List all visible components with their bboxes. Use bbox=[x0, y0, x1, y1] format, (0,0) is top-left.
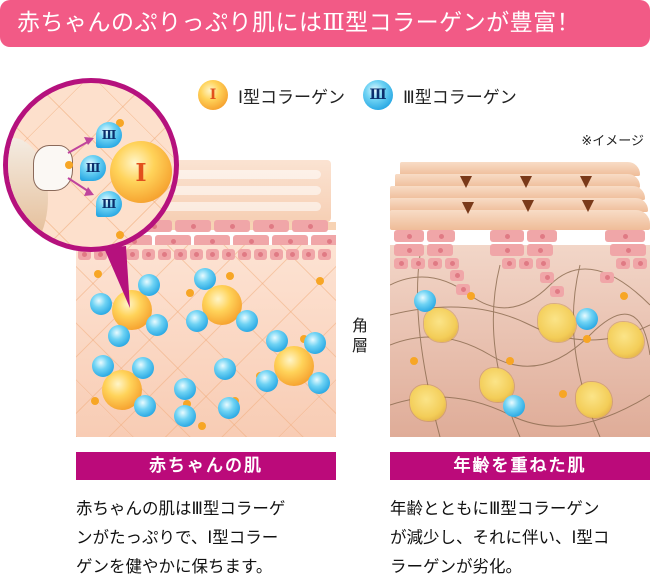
type3-collagen-ball-small: Ⅲ bbox=[80, 155, 106, 181]
aged-skin-description: 年齢とともにⅢ型コラーゲン が減少し、それに伴い、Ⅰ型コ ラーゲンが劣化。 bbox=[390, 494, 650, 581]
stratum-corneum-label: 角 層 bbox=[352, 316, 372, 356]
type3-collagen-ball bbox=[218, 397, 240, 419]
type3-collagen-ball bbox=[266, 330, 288, 352]
type3-collagen-ball-small: Ⅲ bbox=[96, 122, 122, 148]
type3-collagen-ball bbox=[92, 355, 114, 377]
type3-collagen-ball bbox=[214, 358, 236, 380]
type3-collagen-ball bbox=[186, 310, 208, 332]
type1-collagen-ball bbox=[202, 285, 242, 325]
baby-skin-description: 赤ちゃんの肌はⅢ型コラーゲ ンがたっぷりで、Ⅰ型コラー ゲンを健やかに保ちます。 bbox=[76, 494, 346, 581]
type3-collagen-ball bbox=[134, 395, 156, 417]
type3-collagen-blue-ball-icon: Ⅲ bbox=[363, 80, 394, 110]
image-note: ※イメージ bbox=[581, 134, 644, 149]
type1-collagen-orange-ball-icon: Ⅰ bbox=[198, 80, 228, 110]
type3-collagen-ball bbox=[108, 325, 130, 347]
aged-skin-illustration bbox=[390, 150, 650, 437]
legend: Ⅰ Ⅰ型コラーゲン Ⅲ Ⅲ型コラーゲン bbox=[198, 80, 535, 110]
description-line: 年齢とともにⅢ型コラーゲン bbox=[390, 499, 600, 518]
type3-collagen-ball-small: Ⅲ bbox=[96, 191, 122, 217]
type1-collagen-ball-large: Ⅰ bbox=[110, 141, 172, 203]
legend-item-type3: Ⅲ Ⅲ型コラーゲン bbox=[363, 80, 517, 110]
legend-label-type1: Ⅰ型コラーゲン bbox=[238, 87, 346, 108]
aged-skin-title: 年齢を重ねた肌 bbox=[390, 452, 650, 480]
type3-collagen-ball bbox=[576, 308, 598, 330]
degraded-type1-collagen bbox=[608, 322, 644, 358]
legend-label-type3: Ⅲ型コラーゲン bbox=[403, 87, 517, 108]
type3-collagen-ball bbox=[138, 274, 160, 296]
description-line: が減少し、それに伴い、Ⅰ型コ bbox=[390, 528, 610, 547]
degraded-type1-collagen bbox=[576, 382, 612, 418]
description-line: ゲンを健やかに保ちます。 bbox=[76, 557, 273, 576]
type3-collagen-ball bbox=[308, 372, 330, 394]
degraded-type1-collagen bbox=[410, 385, 446, 421]
type3-collagen-ball bbox=[146, 314, 168, 336]
headline-banner: 赤ちゃんのぷりっぷり肌にはⅢ型コラーゲンが豊富！ bbox=[0, 0, 650, 47]
degraded-type1-collagen bbox=[424, 308, 458, 342]
type3-collagen-ball bbox=[174, 405, 196, 427]
label-char-1: 角 bbox=[352, 316, 369, 335]
type1-collagen-ball bbox=[274, 346, 314, 386]
label-char-2: 層 bbox=[352, 336, 369, 355]
description-line: 赤ちゃんの肌はⅢ型コラーゲ bbox=[76, 499, 286, 518]
type1-collagen-ball bbox=[112, 290, 152, 330]
legend-item-type1: Ⅰ Ⅰ型コラーゲン bbox=[198, 80, 345, 110]
baby-skin-title: 赤ちゃんの肌 bbox=[76, 452, 336, 480]
type3-collagen-ball bbox=[236, 310, 258, 332]
type3-collagen-ball bbox=[503, 395, 525, 417]
description-line: ラーゲンが劣化。 bbox=[390, 557, 522, 576]
type3-collagen-ball bbox=[304, 332, 326, 354]
arrow-icons bbox=[67, 137, 94, 196]
type3-collagen-ball bbox=[414, 290, 436, 312]
type3-collagen-ball bbox=[194, 268, 216, 290]
magnifier-circle: Ⅲ Ⅲ Ⅲ Ⅰ bbox=[3, 78, 179, 252]
type3-collagen-ball bbox=[256, 370, 278, 392]
degraded-type1-collagen bbox=[538, 304, 576, 342]
description-line: ンがたっぷりで、Ⅰ型コラー bbox=[76, 528, 279, 547]
type3-collagen-ball bbox=[132, 357, 154, 379]
baby-skin-illustration bbox=[76, 150, 336, 437]
headline-text: 赤ちゃんのぷりっぷり肌にはⅢ型コラーゲンが豊富！ bbox=[17, 10, 581, 36]
type3-collagen-ball bbox=[174, 378, 196, 400]
type3-collagen-ball bbox=[90, 293, 112, 315]
